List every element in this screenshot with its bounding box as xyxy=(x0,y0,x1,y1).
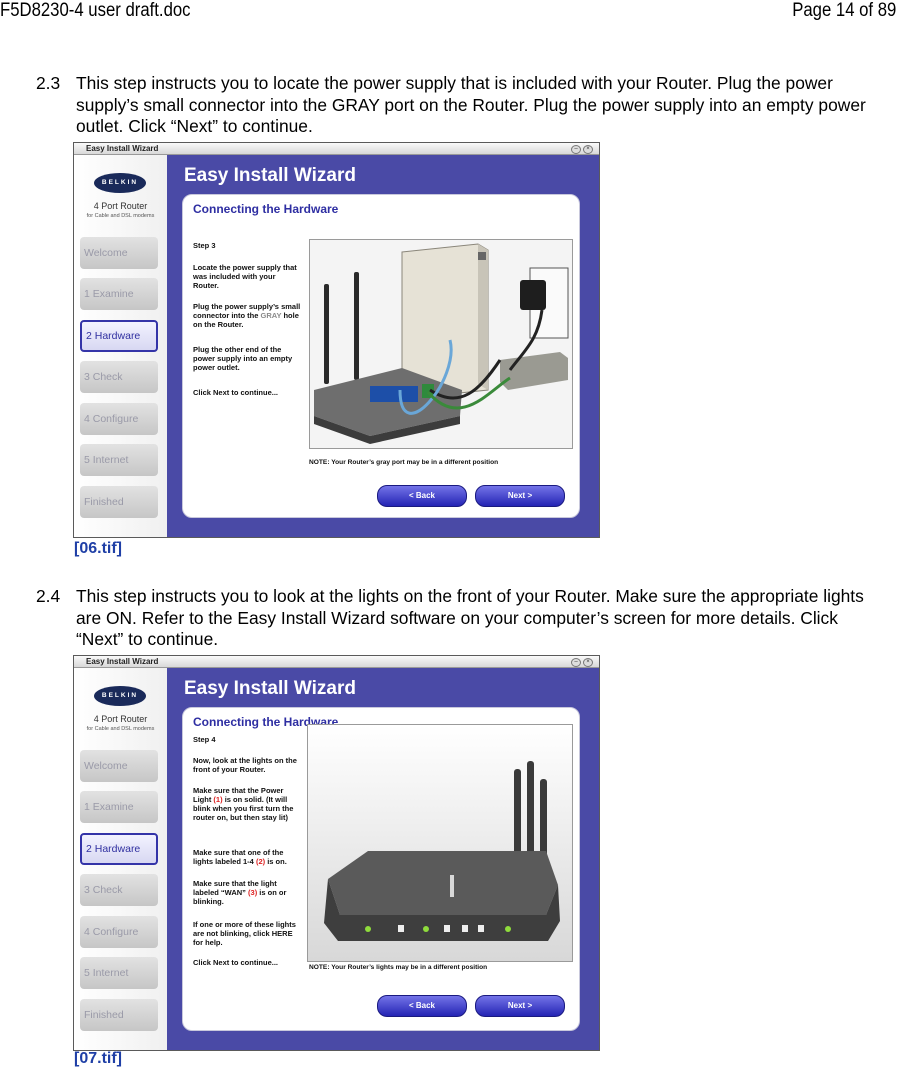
figure-caption: [06.tif] xyxy=(74,540,122,557)
back-button[interactable]: < Back xyxy=(377,995,467,1017)
section-title: Connecting the Hardware xyxy=(193,202,339,216)
nav-finished[interactable]: Finished xyxy=(80,999,158,1031)
belkin-logo: BELKIN xyxy=(94,686,146,706)
window-title: Easy Install Wizard xyxy=(86,657,159,666)
product-name: 4 Port Router for Cable and DSL modems xyxy=(74,714,167,734)
nav-examine[interactable]: 1 Examine xyxy=(80,278,158,310)
page-number: Page 14 of 89 xyxy=(791,0,896,21)
nav-check[interactable]: 3 Check xyxy=(80,874,158,906)
nav-configure[interactable]: 4 Configure xyxy=(80,916,158,948)
instruction-1: Locate the power supply that was include… xyxy=(193,263,297,290)
nav-hardware[interactable]: 2 Hardware xyxy=(80,320,158,352)
router-lights-photo xyxy=(307,724,573,962)
nav-configure[interactable]: 4 Configure xyxy=(80,403,158,435)
step-label: Step 3 xyxy=(193,241,216,250)
instruction-3: Plug the other end of the power supply i… xyxy=(193,345,293,372)
instruction-4: Make sure that the light labeled “WAN” (… xyxy=(193,879,287,906)
router-power-photo xyxy=(309,239,573,449)
back-button[interactable]: < Back xyxy=(377,485,467,507)
nav-internet[interactable]: 5 Internet xyxy=(80,957,158,989)
step-label: Step 4 xyxy=(193,735,216,744)
step-text: This step instructs you to locate the po… xyxy=(76,73,866,136)
wizard-screenshot-step3: Easy Install Wizard – × BELKIN 4 Port Ro… xyxy=(73,142,600,538)
close-icon[interactable]: × xyxy=(583,658,593,667)
section-title: Connecting the Hardware xyxy=(193,715,339,729)
instruction-2: Plug the power supply’s small connector … xyxy=(193,302,301,329)
wizard-content-panel: Connecting the Hardware Step 4 Now, look… xyxy=(182,707,580,1031)
note-text: NOTE: Your Router’s lights may be in a d… xyxy=(309,964,488,971)
product-subtitle: for Cable and DSL modems xyxy=(86,213,155,219)
nav-check[interactable]: 3 Check xyxy=(80,361,158,393)
instruction-1: Now, look at the lights on the front of … xyxy=(193,756,297,774)
note-text: NOTE: Your Router’s gray port may be in … xyxy=(309,459,499,466)
step-text: This step instructs you to look at the l… xyxy=(76,586,864,649)
instruction-3: Make sure that one of the lights labeled… xyxy=(193,848,287,866)
document-filename: F5D8230-4 user draft.doc xyxy=(0,0,191,21)
nav-hardware[interactable]: 2 Hardware xyxy=(80,833,158,865)
window-titlebar: Easy Install Wizard – × xyxy=(74,656,599,668)
minimize-icon[interactable]: – xyxy=(571,145,581,154)
nav-finished[interactable]: Finished xyxy=(80,486,158,518)
click-next-instruction: Click Next to continue... xyxy=(193,958,279,967)
wizard-sidebar: BELKIN 4 Port Router for Cable and DSL m… xyxy=(74,155,167,537)
next-button[interactable]: Next > xyxy=(475,995,565,1017)
step-number: 2.3 xyxy=(36,73,61,93)
wizard-title: Easy Install Wizard xyxy=(184,678,356,699)
product-subtitle: for Cable and DSL modems xyxy=(86,726,155,732)
wizard-title: Easy Install Wizard xyxy=(184,165,356,186)
help-link[interactable]: If one or more of these lights are not b… xyxy=(193,920,296,947)
wizard-screenshot-step4: Easy Install Wizard – × BELKIN 4 Port Ro… xyxy=(73,655,600,1051)
wizard-content-panel: Connecting the Hardware Step 3 Locate th… xyxy=(182,194,580,518)
nav-internet[interactable]: 5 Internet xyxy=(80,444,158,476)
click-next-instruction: Click Next to continue... xyxy=(193,388,279,397)
next-button[interactable]: Next > xyxy=(475,485,565,507)
nav-welcome[interactable]: Welcome xyxy=(80,237,158,269)
instruction-2: Make sure that the Power Light (1) is on… xyxy=(193,786,294,822)
belkin-logo: BELKIN xyxy=(94,173,146,193)
step-number: 2.4 xyxy=(36,586,61,606)
nav-welcome[interactable]: Welcome xyxy=(80,750,158,782)
product-name: 4 Port Router for Cable and DSL modems xyxy=(74,201,167,221)
close-icon[interactable]: × xyxy=(583,145,593,154)
minimize-icon[interactable]: – xyxy=(571,658,581,667)
figure-caption: [07.tif] xyxy=(74,1050,122,1067)
window-title: Easy Install Wizard xyxy=(86,144,159,153)
nav-examine[interactable]: 1 Examine xyxy=(80,791,158,823)
wizard-sidebar: BELKIN 4 Port Router for Cable and DSL m… xyxy=(74,668,167,1050)
window-titlebar: Easy Install Wizard – × xyxy=(74,143,599,155)
